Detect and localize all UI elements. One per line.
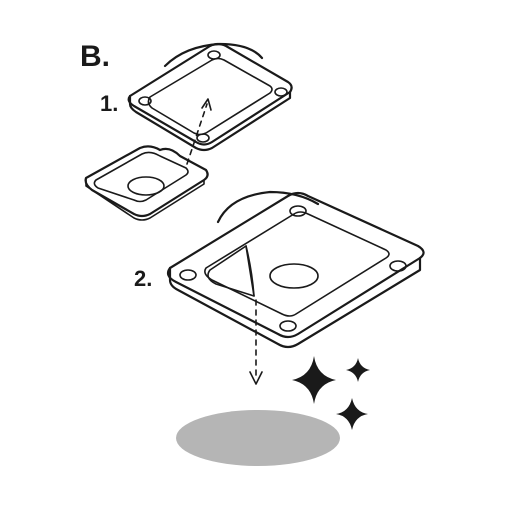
step-1-label: 1. bbox=[100, 91, 118, 116]
peeling-liner bbox=[207, 245, 255, 297]
peeled-pad-layer bbox=[84, 145, 209, 221]
step-1-pad bbox=[147, 57, 273, 136]
downward-dashed-arrow-icon bbox=[249, 299, 263, 385]
step-1-mount bbox=[127, 42, 293, 152]
surface-spot bbox=[176, 410, 340, 466]
step-2-label: 2. bbox=[134, 266, 152, 291]
sparkle-icon bbox=[292, 356, 370, 430]
section-label: B. bbox=[80, 40, 110, 73]
upward-dashed-arrow-icon bbox=[186, 98, 212, 165]
step-2-mount bbox=[166, 190, 425, 349]
